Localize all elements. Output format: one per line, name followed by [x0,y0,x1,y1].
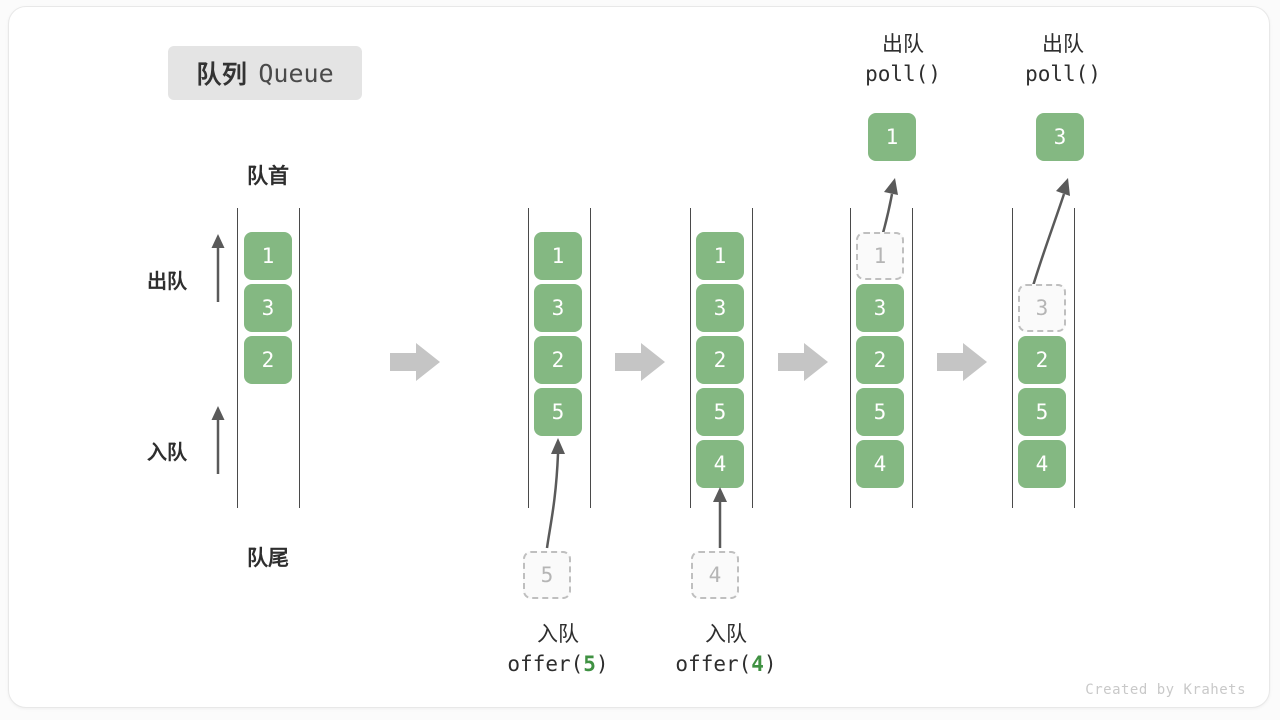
watermark: Created by Krahets [1085,682,1246,698]
queue-box: 1 [534,232,582,280]
caption-cn: 出队 [1042,33,1084,56]
title-en: Queue [258,58,334,88]
queue-box-new: 5 [534,388,582,436]
rail-right-col1 [299,208,300,508]
caption-code: poll() [865,61,941,86]
caption-offer-5: 入队 offer(5) [458,620,658,680]
title-cn: 队列 [196,61,248,89]
queue-box: 2 [534,336,582,384]
queue-box: 1 [696,232,744,280]
caption-code: offer(4) [675,651,777,676]
enqueue-arrow-curved [545,438,565,549]
queue-box: 3 [244,284,292,332]
popped-box: 3 [1036,113,1084,161]
enqueue-side-label: 入队 [147,442,187,464]
caption-offer-4: 入队 offer(4) [626,620,826,680]
step-arrow-icon [390,343,440,381]
queue-box: 3 [534,284,582,332]
queue-box: 2 [244,336,292,384]
title-badge: 队列 Queue [168,46,362,100]
queue-box: 5 [1018,388,1066,436]
rail-left-col4 [850,208,851,508]
dequeue-arrow-curved [1031,178,1070,287]
rail-left-col3 [690,208,691,508]
caption-poll-1: 出队 poll() [803,30,1003,90]
queue-box: 1 [244,232,292,280]
caption-cn: 入队 [537,623,579,646]
dequeue-side-label: 出队 [147,271,187,293]
queue-box: 5 [856,388,904,436]
caption-cn: 出队 [882,33,924,56]
queue-tail-label: 队尾 [247,547,289,570]
rail-left-col5 [1012,208,1013,508]
step-arrow-icon [937,343,987,381]
queue-box: 5 [696,388,744,436]
queue-box: 2 [696,336,744,384]
step-arrow-icon [778,343,828,381]
queue-box: 4 [856,440,904,488]
caption-code: offer(5) [507,651,609,676]
rail-left-col1 [237,208,238,508]
enqueue-direction-arrow [211,406,225,474]
caption-cn: 入队 [705,623,747,646]
caption-poll-3: 出队 poll() [963,30,1163,90]
ghost-box: 5 [523,551,571,599]
popped-box: 1 [868,113,916,161]
queue-box: 2 [1018,336,1066,384]
queue-box: 3 [856,284,904,332]
ghost-box: 3 [1018,284,1066,332]
queue-box: 2 [856,336,904,384]
step-arrow-icon [615,343,665,381]
queue-box-new: 4 [696,440,744,488]
rail-right-col4 [912,208,913,508]
rail-right-col3 [752,208,753,508]
queue-head-label: 队首 [247,165,289,188]
queue-box: 3 [696,284,744,332]
ghost-box: 1 [856,232,904,280]
queue-box: 4 [1018,440,1066,488]
dequeue-direction-arrow [211,234,225,302]
enqueue-arrow-straight [713,487,727,548]
ghost-box: 4 [691,551,739,599]
rail-right-col2 [590,208,591,508]
rail-right-col5 [1074,208,1075,508]
rail-left-col2 [528,208,529,508]
caption-code: poll() [1025,61,1101,86]
